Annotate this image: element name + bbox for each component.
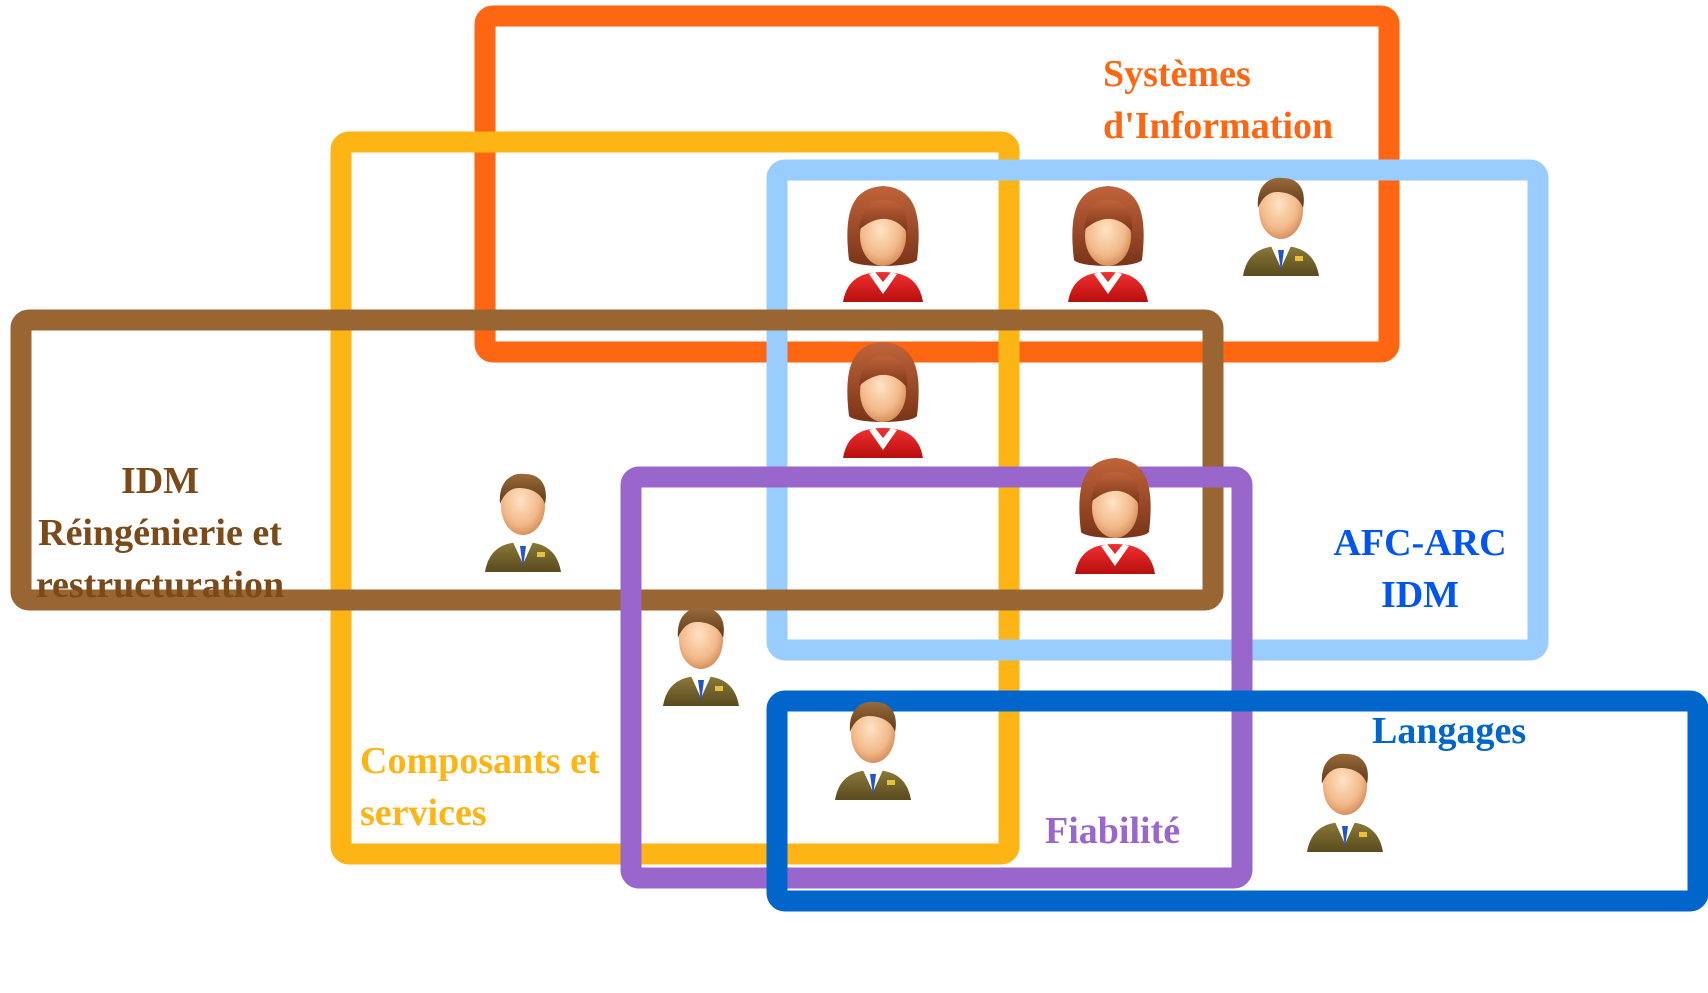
- label-afc-arc-idm: AFC-ARC IDM: [1333, 522, 1507, 616]
- man-icon: [835, 701, 911, 800]
- woman-icon: [1068, 186, 1148, 302]
- label-idm-reingenierie: IDM Réingénierie et restructuration: [35, 460, 285, 606]
- frame-afc-arc-idm: [766, 159, 1549, 661]
- man-icon: [1307, 753, 1383, 852]
- woman-icon: [843, 186, 923, 302]
- man-icon: [1243, 177, 1319, 276]
- woman-icon: [843, 342, 923, 458]
- label-langages: Langages: [1372, 710, 1527, 752]
- frame-fiabilite: [620, 466, 1253, 889]
- woman-icon: [1075, 458, 1155, 574]
- label-systemes-information: Systèmes d'Information: [1103, 53, 1334, 147]
- man-icon: [663, 607, 739, 706]
- frame-langages: [766, 690, 1708, 912]
- frame-systemes-information: [474, 5, 1400, 363]
- label-composants-services: Composants et services: [360, 740, 600, 834]
- frame-composants-services: [330, 131, 1020, 865]
- label-fiabilite: Fiabilité: [1045, 810, 1181, 852]
- frame-idm-reingenierie: [10, 309, 1224, 611]
- man-icon: [485, 473, 561, 572]
